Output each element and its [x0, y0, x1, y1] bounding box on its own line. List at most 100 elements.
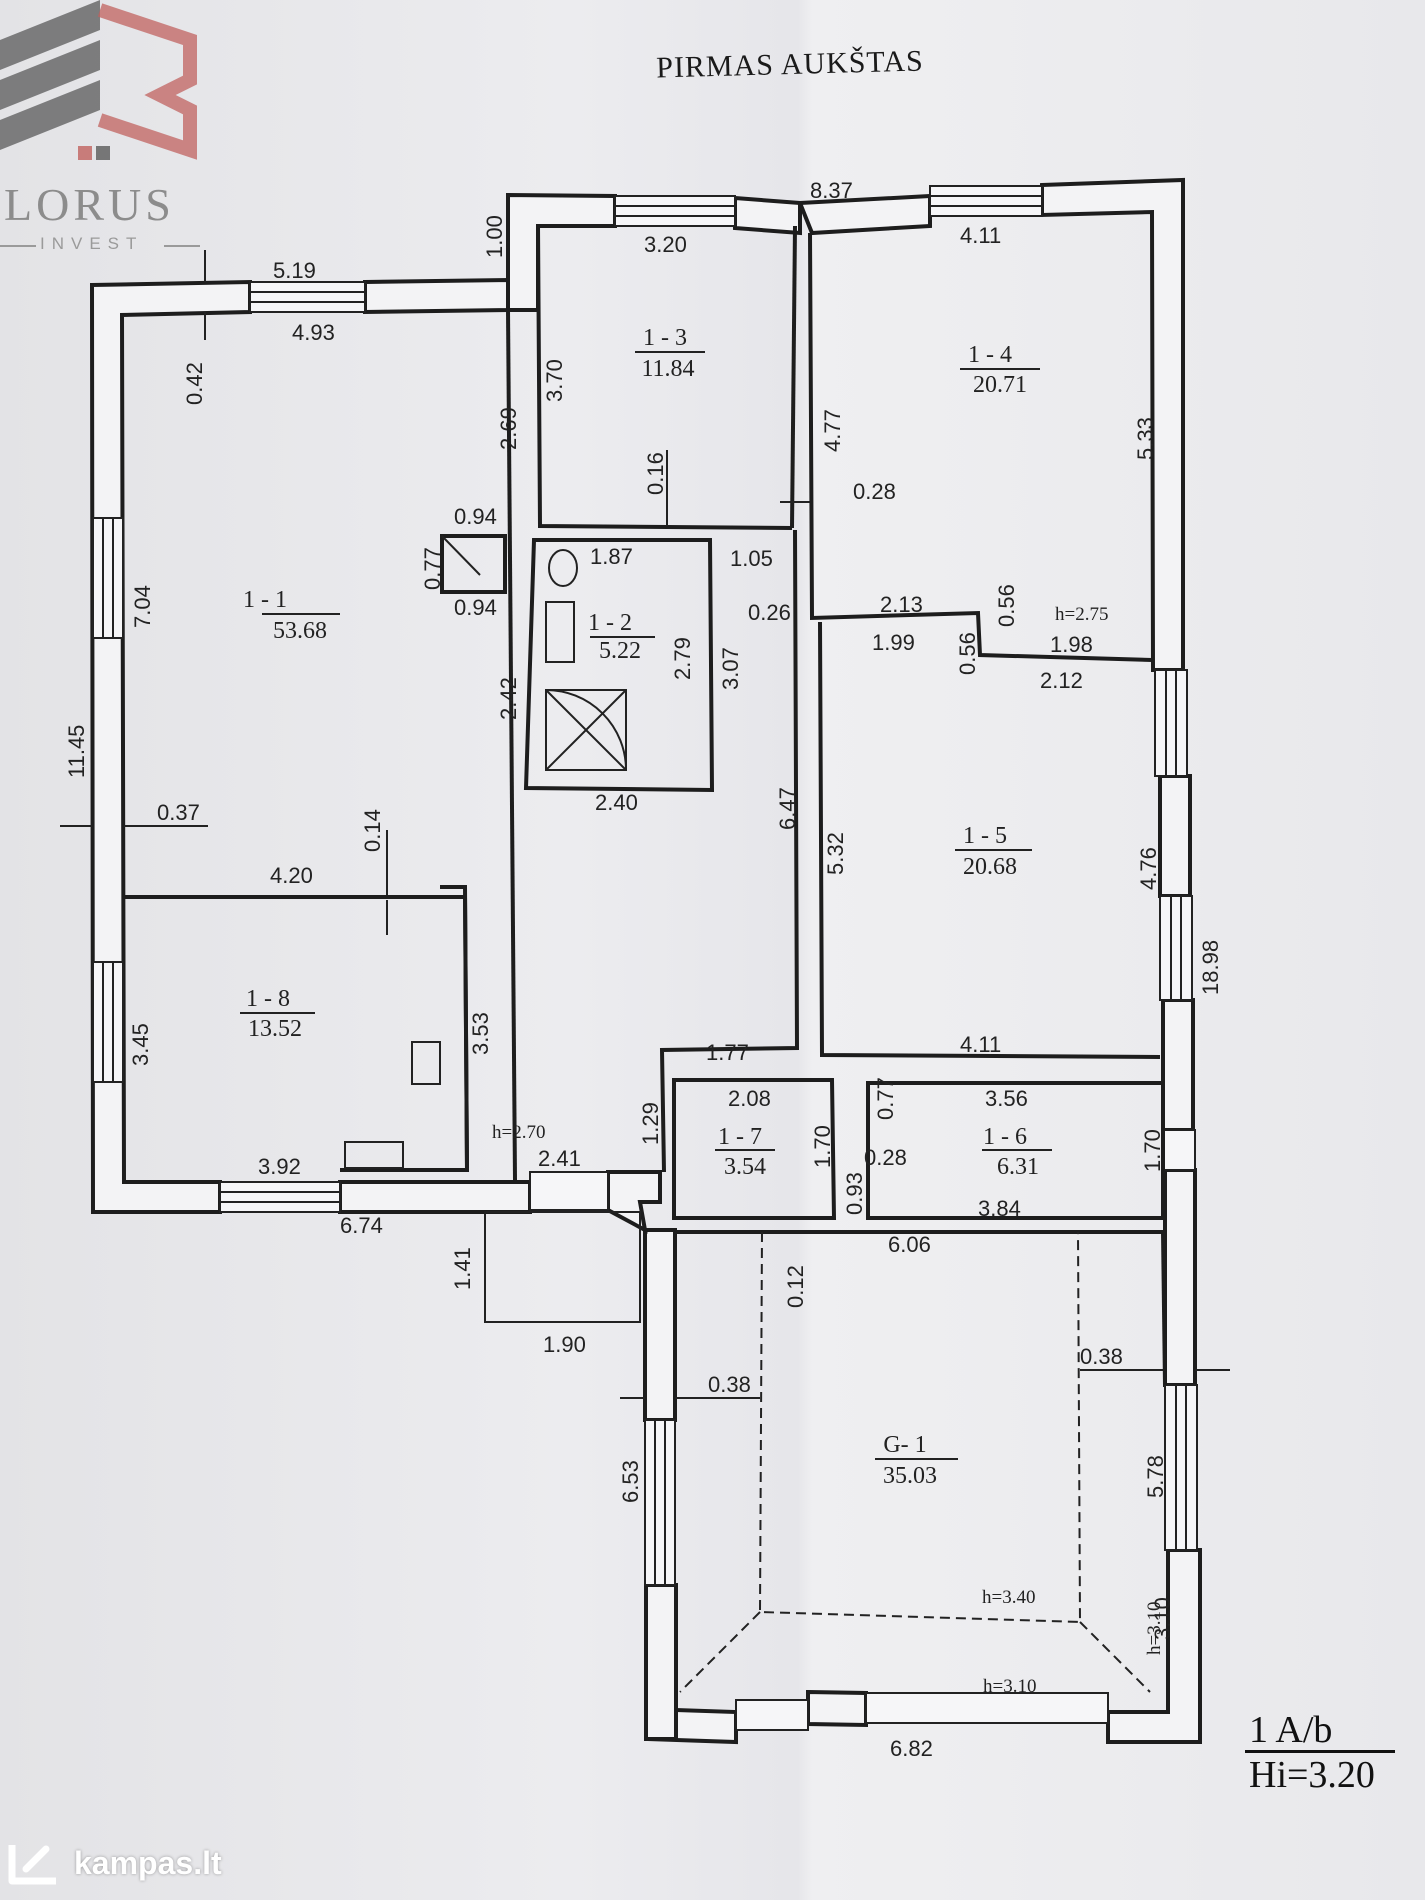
- room-area: 3.54: [724, 1154, 766, 1180]
- outer-wall: [1040, 177, 1185, 672]
- outer-wall: [338, 1180, 532, 1214]
- window: [92, 961, 124, 1083]
- dimension-label: 0.42: [182, 362, 207, 405]
- dimension-label: 3.56: [985, 1086, 1028, 1111]
- outer-wall: [797, 193, 932, 236]
- dimension-label: 0.56: [994, 584, 1019, 627]
- dimension-ticks: [60, 250, 1230, 1399]
- scale-bottom: Hi=3.20: [1249, 1754, 1375, 1796]
- room-1-3: 1 - 3 11.84: [635, 325, 705, 382]
- outer-wall: [506, 192, 617, 312]
- room-id: 1 - 8: [246, 986, 290, 1012]
- height-note: h=2.70: [492, 1122, 545, 1143]
- outer-wall: [733, 195, 802, 236]
- dimension-label: 4.20: [270, 863, 313, 888]
- dimension-labels: 8.37 5.19 4.93 1.00 3.20 4.11 0.42 2.69 …: [64, 178, 1223, 1761]
- dimension-label: 0.37: [157, 800, 200, 825]
- dimension-label: 4.11: [960, 223, 1001, 248]
- room-1-8: 1 - 8 13.52: [240, 986, 315, 1042]
- window: [249, 281, 366, 313]
- room-id: 1 - 5: [963, 823, 1007, 849]
- sink-icon: [545, 601, 575, 663]
- dimension-label: 2.13: [880, 592, 923, 617]
- entry-door: [529, 1171, 609, 1211]
- room-g-1: G- 1 35.03: [875, 1432, 958, 1489]
- dimension-label: 0.14: [360, 809, 385, 852]
- watermark-text: kampas.lt: [74, 1844, 222, 1881]
- scale-note: 1 A/b Hi=3.20: [1245, 1710, 1395, 1797]
- room-id: 1 - 6: [983, 1124, 1027, 1150]
- dimension-label: 2.42: [496, 677, 521, 720]
- watermark: kampas.lt: [6, 1838, 222, 1888]
- lorus-logo-icon: [0, 0, 200, 247]
- fixtures: [344, 549, 641, 1323]
- dimension-label: 0.77: [873, 1077, 898, 1120]
- logo-name: LORUS: [4, 179, 175, 230]
- dimension-label: 1.41: [450, 1247, 475, 1290]
- window: [929, 185, 1043, 217]
- room-1-7: 1 - 7 3.54: [715, 1124, 775, 1180]
- room-area: 11.84: [641, 356, 694, 382]
- dimension-label: 7.04: [130, 585, 155, 628]
- outer-wall: [606, 1170, 662, 1234]
- dimension-label: 0.16: [643, 452, 668, 495]
- dimension-label: 4.11: [960, 1032, 1001, 1057]
- dimension-label: 1.70: [810, 1125, 835, 1168]
- outer-wall: [1161, 998, 1195, 1132]
- sink-icon: [411, 1041, 441, 1085]
- outer-wall: [643, 1228, 677, 1422]
- dimension-label: 1.98: [1050, 632, 1093, 657]
- dimension-label: 0.28: [853, 479, 896, 504]
- dimension-label: 0.94: [454, 504, 497, 529]
- dimension-label: 6.47: [775, 787, 800, 830]
- dimension-label: 1.29: [638, 1102, 663, 1145]
- outer-wall: [1158, 774, 1192, 898]
- window: [92, 517, 124, 639]
- dimension-label: 0.38: [1080, 1344, 1123, 1369]
- dimension-label: 3.70: [542, 359, 567, 402]
- room-area: 35.03: [883, 1463, 937, 1489]
- dimension-label: 2.41: [538, 1146, 581, 1171]
- room-1-5: 1 - 5 20.68: [955, 823, 1032, 880]
- scale-top: 1 A/b: [1245, 1710, 1395, 1753]
- shower-icon: [545, 689, 627, 771]
- room-1-2: 1 - 2 5.22: [588, 610, 655, 664]
- dimension-label: 5.78: [1143, 1455, 1168, 1498]
- outer-wall: [644, 1583, 678, 1741]
- kampas-logo-icon: [8, 1845, 56, 1885]
- dimension-label: 8.37: [810, 178, 853, 203]
- dimension-label: 2.79: [670, 637, 695, 680]
- room-area: 6.31: [997, 1154, 1039, 1180]
- room-area: 53.68: [273, 618, 327, 644]
- dimension-label: 0.38: [708, 1372, 751, 1397]
- dimension-label: 0.12: [783, 1265, 808, 1308]
- dimension-label: 0.56: [955, 632, 980, 675]
- room-1-6: 1 - 6 6.31: [982, 1124, 1052, 1180]
- dimension-label: 2.69: [496, 407, 521, 450]
- room-area: 5.22: [599, 638, 641, 664]
- room-id: 1 - 3: [643, 325, 687, 351]
- outer-wall: [363, 277, 510, 315]
- dimension-label: 6.82: [890, 1736, 933, 1761]
- room-area: 20.71: [973, 372, 1027, 398]
- dimension-label: 5.33: [1133, 417, 1158, 460]
- toilet-icon: [548, 549, 578, 587]
- dimension-label: 5.32: [823, 832, 848, 875]
- dimension-label: 0.94: [454, 595, 497, 620]
- dimension-label: 3.92: [258, 1154, 301, 1179]
- height-note: h=2.75: [1055, 604, 1108, 625]
- dimension-label: 1.70: [1140, 1129, 1165, 1172]
- dimension-label: 1.77: [706, 1040, 749, 1065]
- dimension-label: 0.28: [864, 1145, 907, 1170]
- dimension-label: 1.90: [543, 1332, 586, 1357]
- window: [644, 1419, 676, 1586]
- outer-wall: [1163, 1168, 1197, 1387]
- windows: [92, 185, 1198, 1731]
- dimension-label: 1.05: [730, 546, 773, 571]
- room-id: 1 - 1: [243, 587, 287, 613]
- dimension-label: 2.40: [595, 790, 638, 815]
- room-labels: 1 - 1 53.68 1 - 2 5.22 1 - 3 11.84 1 - 4…: [240, 325, 1052, 1489]
- room-id: 1 - 7: [718, 1124, 762, 1150]
- window: [865, 1692, 1109, 1724]
